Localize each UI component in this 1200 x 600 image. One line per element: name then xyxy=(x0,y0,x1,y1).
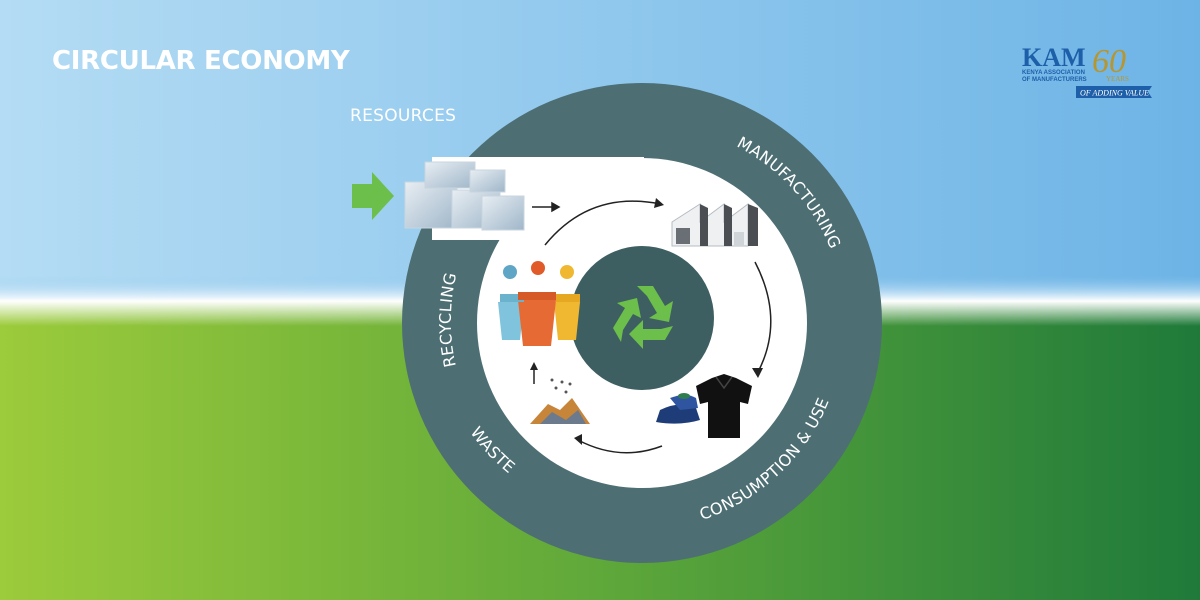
logo-org-line1: KENYA ASSOCIATION xyxy=(1022,70,1085,76)
page-title: CIRCULAR ECONOMY xyxy=(52,46,350,76)
cycle-arrowheads xyxy=(530,198,763,445)
kam-60-years-logo: KAM 60 YEARS KENYA ASSOCIATION OF MANUFA… xyxy=(1022,43,1152,98)
logo-org-line2: OF MANUFACTURERS xyxy=(1022,77,1087,83)
recycle-icon xyxy=(613,286,673,349)
logo-ribbon xyxy=(1076,86,1152,98)
arrow-manufacturing-to-consumption xyxy=(754,261,772,373)
recycling-bins-icon xyxy=(498,261,580,346)
arrow-consumption-to-waste xyxy=(577,439,663,454)
shoes-icon xyxy=(656,393,700,424)
waste-pile-icon xyxy=(530,378,590,424)
green-input-arrow xyxy=(352,172,394,220)
logo-ribbon-text: OF ADDING VALUE xyxy=(1080,89,1149,98)
arrow-to-cycle xyxy=(532,201,561,213)
resources-label: RESOURCES xyxy=(350,106,457,126)
logo-kam-text: KAM xyxy=(1022,43,1086,72)
logo-60-text: 60 xyxy=(1092,43,1126,80)
cycle-arrows xyxy=(533,200,772,454)
factory-icon xyxy=(671,203,758,247)
logo-years-text: YEARS xyxy=(1106,75,1129,83)
bales-icon xyxy=(404,161,525,231)
center-circle xyxy=(570,246,714,390)
shirt-icon xyxy=(696,374,752,438)
arrow-resources-to-manufacturing xyxy=(544,200,661,246)
